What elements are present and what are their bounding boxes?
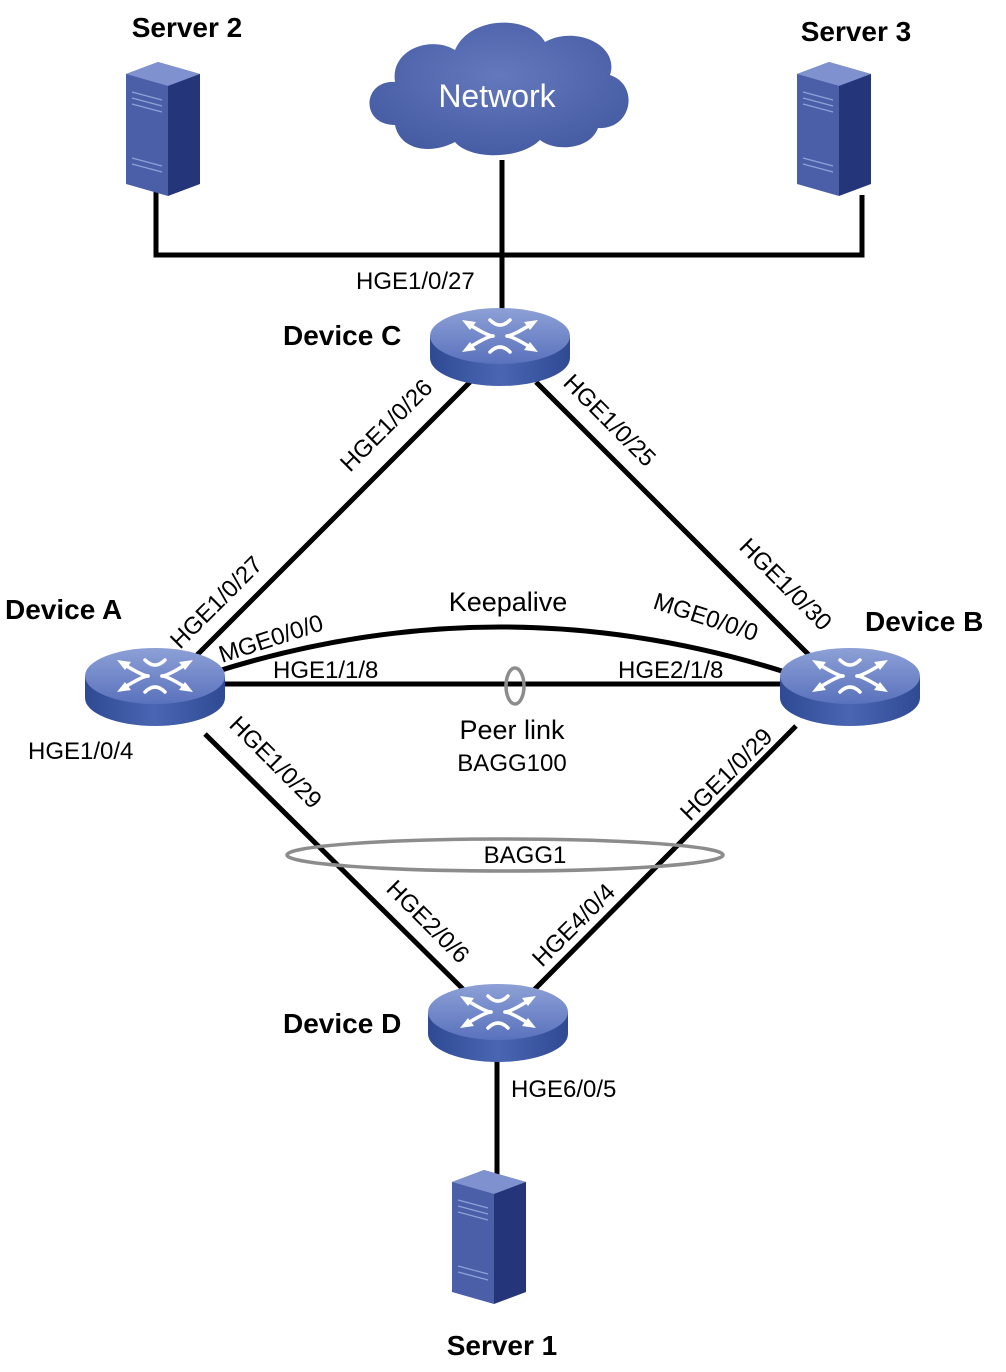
port-d-server-label: HGE6/0/5	[511, 1076, 616, 1103]
peer-link-label: Peer link	[459, 715, 565, 745]
server-1-label: Server 1	[447, 1330, 558, 1361]
port-a-to-d-label: HGE1/0/29	[224, 711, 327, 814]
device-b-label: Device B	[865, 606, 983, 637]
bagg100-ellipse	[504, 666, 526, 706]
keepalive-label: Keepalive	[449, 587, 568, 617]
device-b-icon[interactable]	[778, 646, 922, 728]
port-a-access-label: HGE1/0/4	[28, 738, 133, 765]
device-a-icon[interactable]	[83, 646, 227, 728]
port-d-to-b-label: HGE4/0/4	[527, 879, 621, 973]
port-b-mge-label: MGE0/0/0	[650, 588, 761, 647]
device-d-label: Device D	[283, 1008, 401, 1039]
server-3-icon	[796, 61, 872, 197]
server-3-label: Server 3	[801, 16, 912, 47]
link-device-b-to-device-d	[526, 724, 798, 998]
links-layer	[153, 160, 865, 1190]
bagg1-ellipse	[285, 837, 725, 873]
link-device-c-to-device-b	[534, 380, 812, 658]
server-1-icon	[451, 1169, 527, 1305]
device-a-label: Device A	[5, 594, 122, 625]
port-a-peer-label: HGE1/1/8	[273, 657, 378, 684]
bagg100-label: BAGG100	[457, 750, 566, 777]
link-servers-bus	[153, 188, 865, 258]
network-label: Network	[438, 78, 556, 114]
device-c-label: Device C	[283, 320, 401, 351]
port-b-peer-label: HGE2/1/8	[618, 657, 723, 684]
port-c-uplink-label: HGE1/0/27	[356, 268, 475, 295]
link-device-c-to-device-a	[194, 380, 472, 658]
server-2-icon	[125, 61, 201, 197]
network-cloud: Network	[369, 22, 629, 156]
link-keepalive	[214, 624, 786, 675]
port-b-to-d-label: HGE1/0/29	[675, 723, 778, 826]
device-c-icon[interactable]	[428, 306, 572, 388]
bagg1-label: BAGG1	[484, 842, 567, 869]
port-c-to-a-label: HGE1/0/26	[335, 374, 438, 477]
device-d-icon[interactable]	[426, 982, 570, 1064]
server-2-label: Server 2	[132, 12, 243, 43]
